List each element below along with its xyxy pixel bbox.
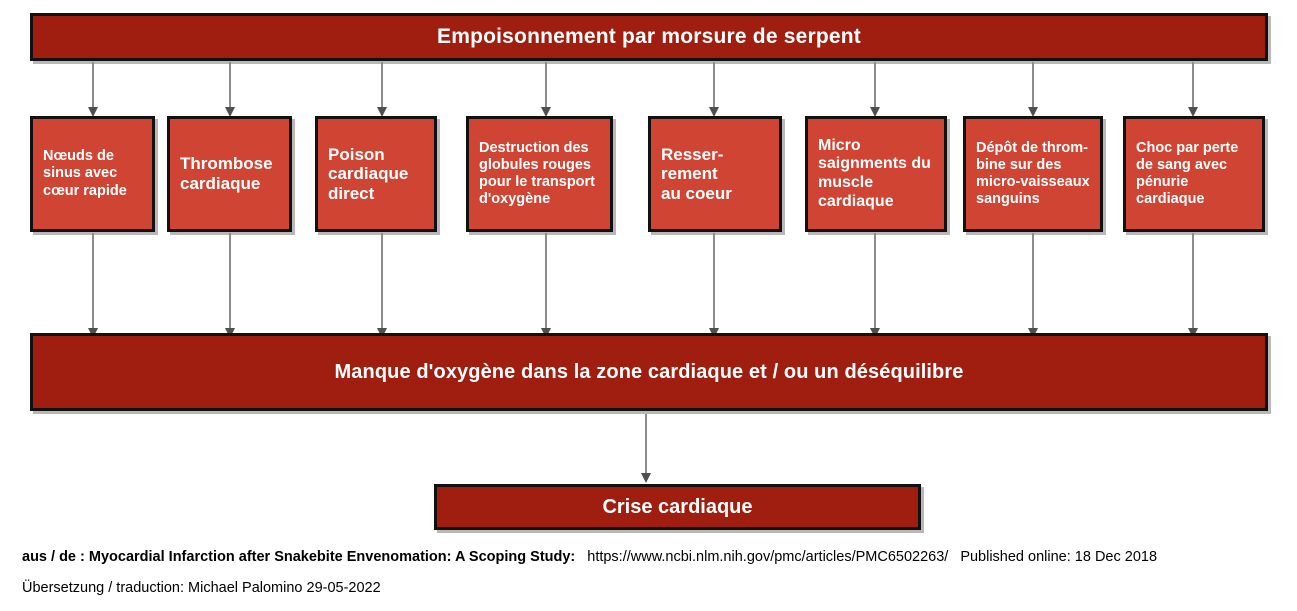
- cause-box-2-label: Thrombose cardiaque: [180, 154, 273, 193]
- outcome-box-label: Crise cardiaque: [602, 495, 753, 518]
- arrow-banner-to-cause-4: [545, 62, 547, 108]
- arrow-banner-to-cause-6: [874, 62, 876, 108]
- cause-box-3-label: Poison cardiaque direct: [328, 144, 409, 203]
- cause-box-6-label: Micro saignments du muscle cardiaque: [818, 136, 931, 210]
- footer-source-title: Myocardial Infarction after Snakebite En…: [88, 549, 576, 565]
- footer-translation-text: Übersetzung / traduction: Michael Palomi…: [22, 580, 381, 596]
- arrow-cause-5-to-middle: [713, 233, 715, 329]
- cause-box-3: Poison cardiaque direct: [315, 116, 437, 232]
- footer-source-line: aus / de : Myocardial Infarction after S…: [0, 549, 1297, 565]
- arrow-banner-to-cause-7: [1032, 62, 1034, 108]
- cause-box-6: Micro saignments du muscle cardiaque: [805, 116, 947, 232]
- cause-box-7-label: Dépôt de throm- bine sur des micro-vaiss…: [976, 139, 1090, 208]
- arrow-cause-4-to-middle: [545, 233, 547, 329]
- arrow-banner-to-cause-5: [713, 62, 715, 108]
- footer-source-url[interactable]: https://www.ncbi.nlm.nih.gov/pmc/article…: [587, 549, 949, 565]
- arrow-cause-3-to-middle: [381, 233, 383, 329]
- arrow-cause-2-to-middle: [229, 233, 231, 329]
- cause-box-4: Destruction des globules rouges pour le …: [466, 116, 613, 232]
- arrow-banner-to-cause-8: [1192, 62, 1194, 108]
- outcome-box: Crise cardiaque: [434, 484, 921, 530]
- footer-published-date: Published online: 18 Dec 2018: [960, 549, 1158, 565]
- cause-box-5: Resser- rement au coeur: [648, 116, 782, 232]
- cause-box-1: Nœuds de sinus avec cœur rapide: [30, 116, 155, 232]
- top-banner-box: Empoisonnement par morsure de serpent: [30, 13, 1268, 61]
- cause-box-8-label: Choc par perte de sang avec pénurie card…: [1136, 139, 1239, 208]
- arrow-banner-to-cause-1: [92, 62, 94, 108]
- cause-box-1-label: Nœuds de sinus avec cœur rapide: [43, 148, 127, 199]
- cause-box-2: Thrombose cardiaque: [167, 116, 292, 232]
- cause-box-5-label: Resser- rement au coeur: [661, 144, 732, 203]
- cause-box-4-label: Destruction des globules rouges pour le …: [479, 139, 596, 208]
- arrow-cause-6-to-middle: [874, 233, 876, 329]
- arrow-cause-7-to-middle: [1032, 233, 1034, 329]
- arrow-banner-to-cause-2: [229, 62, 231, 108]
- arrow-cause-8-to-middle: [1192, 233, 1194, 329]
- arrow-middle-to-outcome: [645, 414, 647, 474]
- arrow-cause-1-to-middle: [92, 233, 94, 329]
- footer-translation-line: Übersetzung / traduction: Michael Palomi…: [0, 580, 1297, 596]
- top-banner-label: Empoisonnement par morsure de serpent: [437, 25, 861, 48]
- cause-box-8: Choc par perte de sang avec pénurie card…: [1123, 116, 1265, 232]
- arrow-banner-to-cause-3: [381, 62, 383, 108]
- middle-banner-box: Manque d'oxygène dans la zone cardiaque …: [30, 333, 1268, 411]
- cause-box-7: Dépôt de throm- bine sur des micro-vaiss…: [963, 116, 1103, 232]
- middle-banner-label: Manque d'oxygène dans la zone cardiaque …: [334, 360, 964, 383]
- footer-source-prefix: aus / de :: [22, 549, 89, 565]
